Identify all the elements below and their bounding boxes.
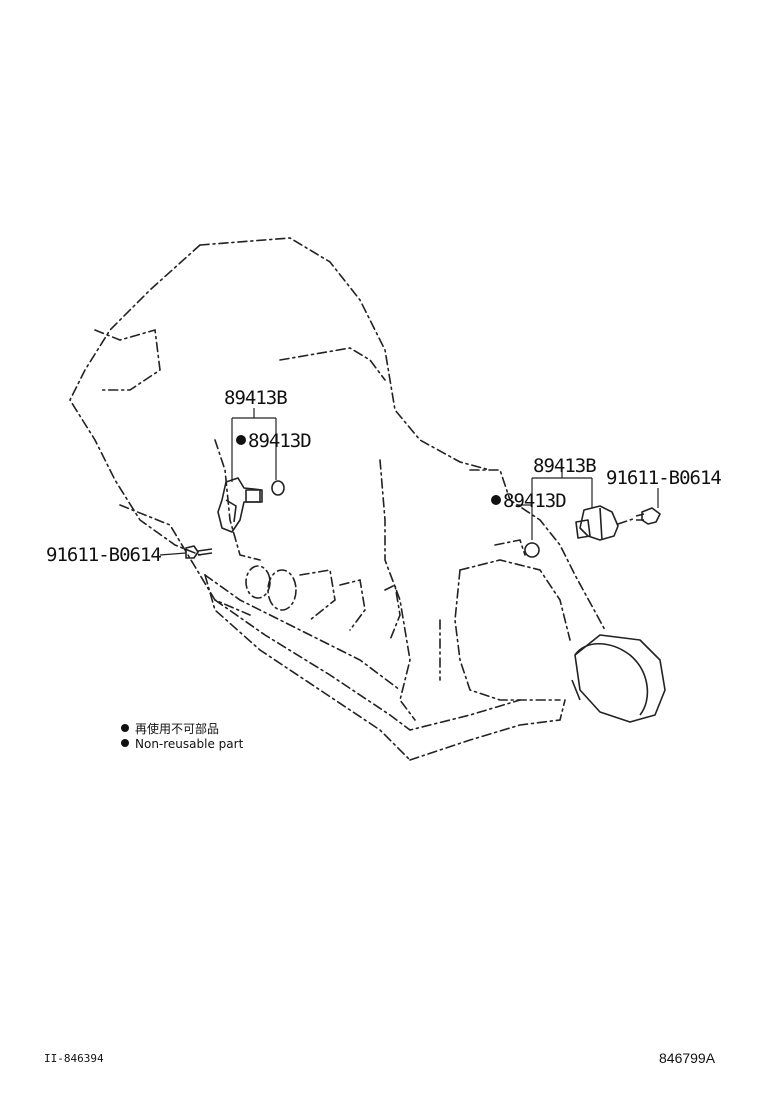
label-right-bolt: 91611-B0614 <box>606 467 721 489</box>
legend-dot-en <box>121 739 129 747</box>
legend-jp: 再使用不可部品 <box>135 721 219 736</box>
footer-left-code: II-846394 <box>44 1052 104 1065</box>
non-reusable-dot-right <box>491 495 501 505</box>
left-speed-sensor <box>217 477 263 533</box>
legend-dot-jp <box>121 724 129 732</box>
label-left-sensor: 89413B <box>224 387 287 409</box>
leader-lines <box>159 408 659 556</box>
left-bolt <box>185 545 213 559</box>
label-right-oring: 89413D <box>503 490 566 512</box>
right-speed-sensor <box>575 505 619 541</box>
label-left-bolt: 91611-B0614 <box>46 544 161 566</box>
left-oring <box>271 480 285 496</box>
right-bolt <box>617 507 661 525</box>
transmission-housing-outline <box>69 237 606 761</box>
legend-en: Non-reusable part <box>135 737 244 751</box>
non-reusable-dot-left <box>236 435 246 445</box>
footer-right-code: 846799A <box>659 1050 716 1066</box>
output-flange <box>571 634 666 723</box>
label-right-sensor: 89413B <box>533 455 596 477</box>
right-oring <box>524 542 540 558</box>
label-left-oring: 89413D <box>248 430 311 452</box>
